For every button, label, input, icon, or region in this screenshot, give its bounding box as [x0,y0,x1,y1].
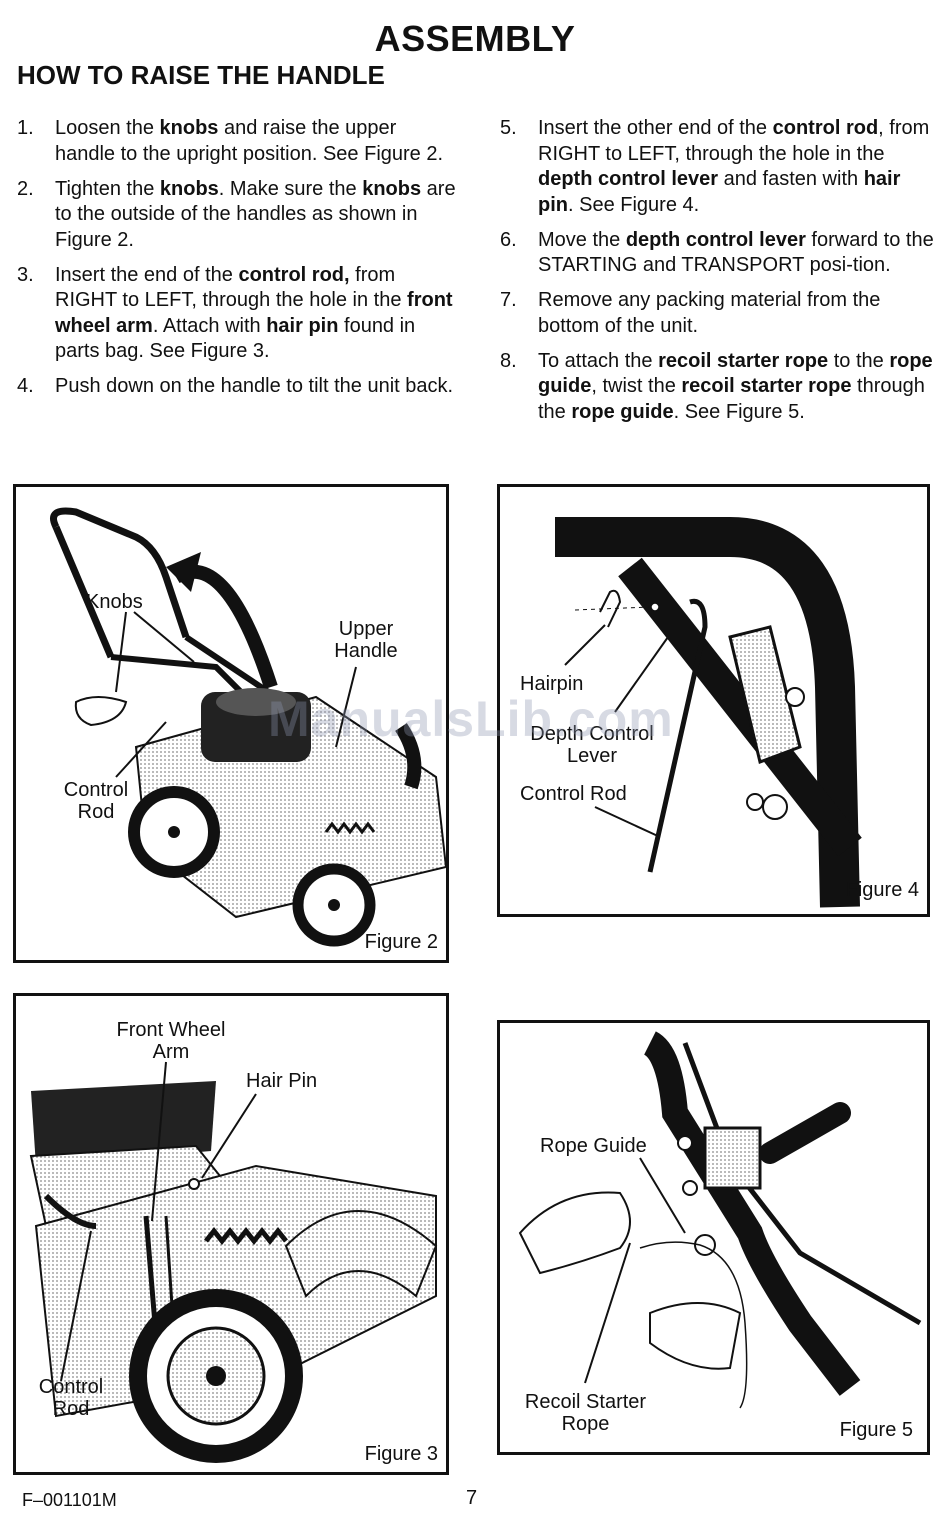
figure-3-caption: Figure 3 [364,1443,438,1465]
bold-term: depth control lever [538,168,719,190]
text-run: . See Figure 4. [568,193,700,216]
hair-pin-label: Hair Pin [246,1070,318,1092]
bold-term: control rod, [238,263,350,286]
bold-term: knobs [159,177,219,200]
step-6: 6. Move the depth control lever forward … [500,228,940,279]
text-run: Insert the end of the [55,263,239,286]
bold-term: rope guide [538,349,933,398]
bold-term: recoil starter rope [658,349,829,372]
bold-term: knobs [362,177,422,200]
figure-3: Front Wheel Arm Hair Pin Control Rod Fig… [13,993,449,1475]
text-run: forward to the STARTING and TRANSPORT po… [538,228,934,277]
watermark: ManualsLib.com [268,691,674,747]
step-text: Tighten the knobs. Make sure the knobs a… [55,177,457,254]
step-number: 6. [500,228,517,251]
control-rod-label: Control Rod [38,1376,104,1420]
figure-2: Knobs Upper Handle Control Rod Figure 2 [13,484,449,963]
text-run: and fasten with [718,168,864,190]
step-5: 5. Insert the other end of the control r… [500,116,940,218]
steps-left-column: 1. Loosen the knobs and raise the upper … [17,116,457,409]
step-text: Loosen the knobs and raise the upper han… [55,116,457,167]
text-run: , from RIGHT to LEFT, through the hole i… [538,117,930,165]
text-run: are to the outside of the handles as sho… [55,177,456,251]
figure-5-illustration [518,1031,922,1409]
bold-term: control rod [772,117,879,139]
bold-term: rope guide [571,400,674,423]
figure-4: Hairpin Depth Control Lever Control Rod … [497,484,930,917]
text-run: . See Figure 5. [673,400,805,423]
step-7: 7. Remove any packing material from the … [500,288,940,339]
step-1: 1. Loosen the knobs and raise the upper … [17,116,457,167]
figure-2-caption: Figure 2 [364,931,438,953]
figure-5: Rope Guide Recoil Starter Rope Figure 5 [497,1020,930,1455]
text-run: found in parts bag. See Figure 3. [55,314,416,363]
step-3: 3. Insert the end of the control rod, fr… [17,263,457,365]
bold-term: hair pin [266,314,339,337]
knobs-label: Knobs [86,591,143,613]
step-text: Insert the end of the control rod, from … [55,263,457,365]
step-number: 7. [500,289,517,311]
figure-2-illustration [50,507,446,947]
bold-term: hair pin [538,168,901,216]
text-run: Insert the other end of the [538,117,773,139]
figure-3-illustration [29,1061,438,1463]
bold-term: front wheel arm [55,289,453,337]
upper-handle-label: Upper Handle [334,618,398,662]
bold-term: depth control lever [625,228,806,251]
text-run: . Make sure the [218,177,363,200]
recoil-starter-rope-label: Recoil Starter Rope [524,1391,647,1435]
text-run: through the [538,375,925,423]
text-run: , twist the [591,375,682,397]
step-number: 1. [17,117,34,139]
step-number: 4. [17,375,34,397]
document-code: F–001101M [22,1490,117,1510]
front-wheel-arm-label: Front Wheel Arm [116,1019,226,1063]
step-text: Insert the other end of the control rod,… [538,116,940,218]
figure-4-illustration [555,517,862,908]
text-run: . Attach with [152,314,267,337]
step-text: Remove any packing material from the bot… [538,288,940,339]
step-text: Move the depth control lever forward to … [538,228,940,279]
text-run: from RIGHT to LEFT, through the hole in … [55,263,408,312]
step-2: 2. Tighten the knobs. Make sure the knob… [17,177,457,254]
figure-4-caption: Figure 4 [845,879,919,901]
step-number: 8. [500,349,517,372]
step-number: 3. [17,263,34,286]
step-text: To attach the recoil starter rope to the… [538,349,940,426]
step-text: Push down on the handle to tilt the unit… [55,374,457,400]
text-run: Remove any packing material from the bot… [538,289,881,337]
step-number: 2. [17,177,34,200]
text-run: Push down on the handle to tilt the unit… [55,375,454,397]
text-run: to the [828,349,890,372]
page-number: 7 [466,1487,478,1509]
text-run: To attach the [538,349,659,372]
page-title: ASSEMBLY [374,18,576,59]
control-rod-label: Control Rod [520,783,627,805]
control-rod-label: Control Rod [63,779,129,823]
hairpin-label: Hairpin [520,673,584,695]
step-8: 8. To attach the recoil starter rope to … [500,349,940,426]
text-run: and raise the upper handle to the uprigh… [55,117,444,165]
text-run: Move the [538,228,626,251]
section-heading: HOW TO RAISE THE HANDLE [17,60,385,90]
depth-control-lever-label: Depth Control Lever [530,723,654,767]
step-4: 4. Push down on the handle to tilt the u… [17,374,457,400]
text-run: Loosen the [55,117,160,139]
figure-5-caption: Figure 5 [839,1419,913,1441]
text-run: Tighten the [55,177,160,200]
steps-right-column: 5. Insert the other end of the control r… [500,116,940,435]
rope-guide-label: Rope Guide [540,1135,647,1157]
bold-term: recoil starter rope [681,375,852,397]
step-number: 5. [500,117,517,139]
bold-term: knobs [159,117,219,139]
